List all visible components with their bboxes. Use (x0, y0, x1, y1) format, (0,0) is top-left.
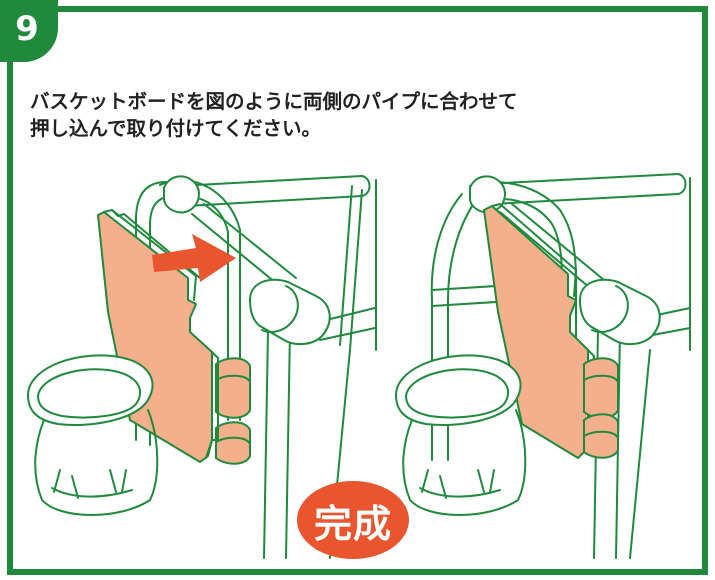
instruction-line-1: バスケットボードを図のように両側のパイプに合わせて (30, 90, 518, 113)
complete-label: 完成 (313, 501, 392, 546)
before-figure (27, 175, 377, 559)
instruction-line-2: 押し込んで取り付けてください。 (30, 117, 321, 140)
top-pipe (177, 175, 363, 187)
top-pipe-right (483, 173, 679, 185)
instruction-text: バスケットボードを図のように両側のパイプに合わせて 押し込んで取り付けてください… (30, 88, 670, 142)
after-figure (395, 173, 691, 559)
step-badge: 9 (0, 0, 58, 62)
front-elbow-joint (249, 278, 331, 346)
right-arrow-icon (152, 234, 236, 282)
complete-badge: 完成 (297, 481, 409, 559)
step-number: 9 (15, 9, 39, 49)
board-clip (215, 357, 251, 419)
basket-board-mounted (483, 205, 589, 459)
